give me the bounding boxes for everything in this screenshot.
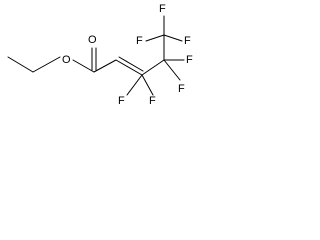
bond-alkene-right-outer — [115, 59, 143, 76]
bond-lower-f-left — [126, 74, 143, 96]
bonds — [7, 15, 185, 96]
bond-top-f-left — [145, 34, 165, 42]
bond-o-carbonyl-carbon — [72, 59, 95, 73]
fluorine-lower-left-label: F — [118, 95, 125, 107]
bond-ethyl-o — [32, 56, 61, 73]
fluorine-lower-right-label: F — [149, 95, 156, 107]
fluorine-top-right-label: F — [184, 35, 191, 47]
fluorine-mid-right-label: F — [186, 54, 193, 66]
fluorine-top-left-label: F — [136, 35, 143, 47]
bond-cf2-lower-to-mid — [141, 59, 165, 76]
fluorine-top-up-label: F — [159, 3, 166, 15]
fluorine-mid-lower-label: F — [178, 83, 185, 95]
bond-alkene-right-inner — [118, 56, 144, 72]
oxygen-ester-label: O — [62, 54, 71, 66]
atom-labels: O O F F F F F F F — [62, 3, 193, 107]
bond-lower-f-right — [141, 74, 154, 96]
bond-ethyl-terminal — [7, 56, 34, 73]
bond-top-f-right — [163, 34, 183, 42]
molecule-structure: O O F F F F F F F — [7, 3, 193, 107]
oxygen-carbonyl-label: O — [88, 34, 97, 46]
bond-alkene-left — [93, 59, 117, 73]
bond-mid-f-lower — [163, 59, 181, 81]
